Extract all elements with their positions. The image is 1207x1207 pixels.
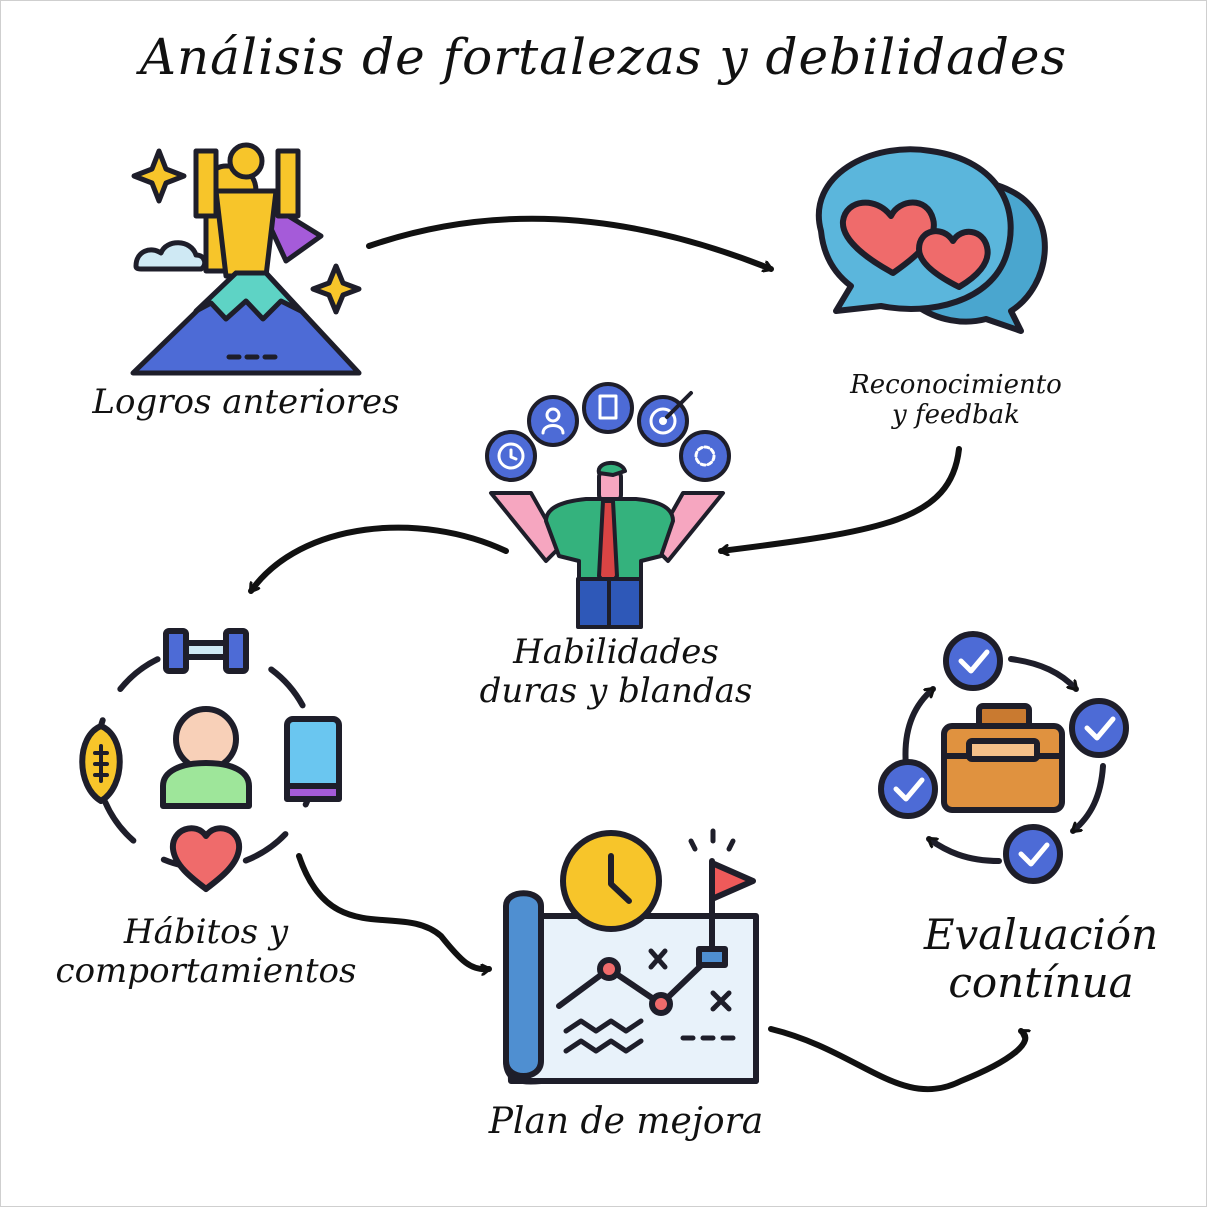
arrow-logros-to-reconocimiento xyxy=(366,215,774,269)
label-habilidades: Habilidades duras y blandas xyxy=(431,632,801,712)
label-plan-de-mejora: Plan de mejora xyxy=(441,1101,811,1142)
arrow-habitos-to-plan xyxy=(296,853,492,969)
arrow-plan-to-evaluacion xyxy=(768,1026,1025,1093)
hearts-speech-bubble-icon xyxy=(815,146,1048,334)
label-habilidades-line1: Habilidades xyxy=(513,632,719,672)
strategy-map-icon xyxy=(503,828,759,1085)
checklist-briefcase-cycle-icon xyxy=(878,631,1129,884)
label-habitos-line2: comportamientos xyxy=(55,951,357,992)
juggling-skills-person-icon xyxy=(485,382,731,629)
label-plan-text: Plan de mejora xyxy=(488,1101,764,1142)
label-evaluacion-line1: Evaluación xyxy=(923,910,1159,959)
label-habilidades-line2: duras y blandas xyxy=(479,671,753,712)
label-reconocimiento-line2: y feedbak xyxy=(892,399,1020,430)
label-habitos: Hábitos y comportamientos xyxy=(31,912,381,992)
label-logros-anteriores: Logros anteriores xyxy=(61,382,431,422)
habits-cycle-icon xyxy=(79,628,342,892)
label-habitos-line1: Hábitos y xyxy=(123,912,289,952)
label-evaluacion-line2: contínua xyxy=(948,958,1134,1008)
label-reconocimiento-line1: Reconocimiento xyxy=(850,370,1062,400)
label-evaluacion-continua: Evaluación contínua xyxy=(881,910,1201,1008)
arrow-reconocimiento-to-habilidades xyxy=(718,446,962,551)
arrow-habilidades-to-habitos xyxy=(248,524,509,594)
label-logros-text: Logros anteriores xyxy=(92,382,400,422)
mountain-summit-icon xyxy=(130,142,362,376)
label-reconocimiento-feedback: Reconocimiento y feedbak xyxy=(821,370,1091,431)
page-title: Análisis de fortalezas y debilidades xyxy=(139,28,1068,86)
